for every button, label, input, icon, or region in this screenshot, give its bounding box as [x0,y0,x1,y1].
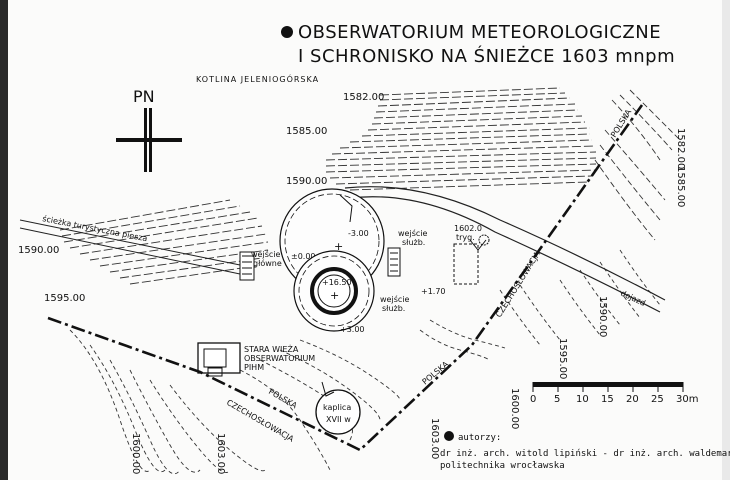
left-edge [0,0,8,480]
main-entrance-ramp [239,251,255,281]
elevation-labels: 1582.00 1585.00 1590.00 1590.00 1595.00 … [18,92,686,474]
svg-text:+: + [330,289,339,302]
elevation-label: 1603.00 [215,433,226,474]
chapel-label-2: XVII w [326,415,351,424]
authors-line-2: politechnika wrocławska [440,461,565,471]
chapel-label-1: kaplica [323,403,351,412]
lower-disc-building [293,250,375,332]
elevation-label: 1590.00 [286,176,327,187]
authors-heading: autorzy: [458,433,501,443]
upper-disc-level: -3.00 [348,229,369,238]
elevation-label: 1585.00 [675,166,686,207]
region-label: KOTLINA JELENIOGÓRSKA [196,73,319,84]
elevation-label: 1582.00 [675,128,686,169]
elevation-label: 1600.00 [509,388,520,429]
right-edge [722,0,730,480]
scale-tick: 25 [651,394,664,405]
scale-tick: 0 [530,394,536,405]
upper-contour-hachures [59,87,597,285]
elevation-label: 1590.00 [18,245,59,256]
scale-tick: 10 [576,394,589,405]
elevation-label: 1582.00 [343,92,384,103]
scale-tick: 30m [676,394,698,405]
scale-tick: 20 [626,394,639,405]
access-road [344,186,666,313]
summit-point-label-1: 1602.0 [454,224,482,233]
lower-disc-top-level: +16.50 [322,278,352,287]
north-arrow-icon: PN [116,87,182,172]
title-bullet-icon [281,26,293,38]
old-tower-building [197,342,241,377]
north-label: PN [133,87,155,106]
main-entrance-label-1: wejście [251,249,280,259]
state-border-line [47,104,644,452]
authors-line-1: dr inż. arch. witold lipiński - dr inż. … [440,449,730,459]
svg-text:+: + [334,240,343,253]
old-tower-label-3: PIHM [244,363,264,372]
scale-bar: 0 5 10 15 20 25 30m [530,382,698,405]
elevation-label: 1595.00 [557,338,568,379]
service-entrance-a-label-2: służb. [402,238,425,247]
old-tower-label-2: OBSERWATORIUM [244,354,315,363]
service-entrance-b-label-2: służb. [382,304,405,313]
main-entrance-label-2: główne [253,258,282,268]
elevation-label: 1585.00 [286,126,327,137]
scale-tick: 5 [554,394,560,405]
scale-tick: 15 [601,394,614,405]
service-entrance-a-label-1: wejście [398,228,427,238]
chapel-building [315,381,361,435]
title-line-2: I SCHRONISKO NA ŚNIEŻCE 1603 mnpm [298,45,675,67]
lower-disc-bottom-level: +3.00 [340,325,365,334]
elevation-label: 1603.00 [429,418,440,459]
upper-disc-zero: ±0.00 [291,252,316,261]
authors-bullet-icon [444,431,454,441]
trig-point [453,234,490,285]
trail [19,219,241,275]
elevation-label: 1595.00 [44,293,85,304]
service-entrance-upper [387,247,401,277]
title-line-1: OBSERWATORIUM METEOROLOGICZNE [298,22,661,43]
summit-point-label-2: tryg. [456,233,475,242]
service-entrance-b-label-1: wejście [380,294,409,304]
old-tower-label-1: STARA WIEŻA [244,344,299,354]
elevation-label: 1600.00 [130,433,141,474]
side-level-label: +1.70 [421,287,446,296]
elevation-label: 1590.00 [597,296,608,337]
